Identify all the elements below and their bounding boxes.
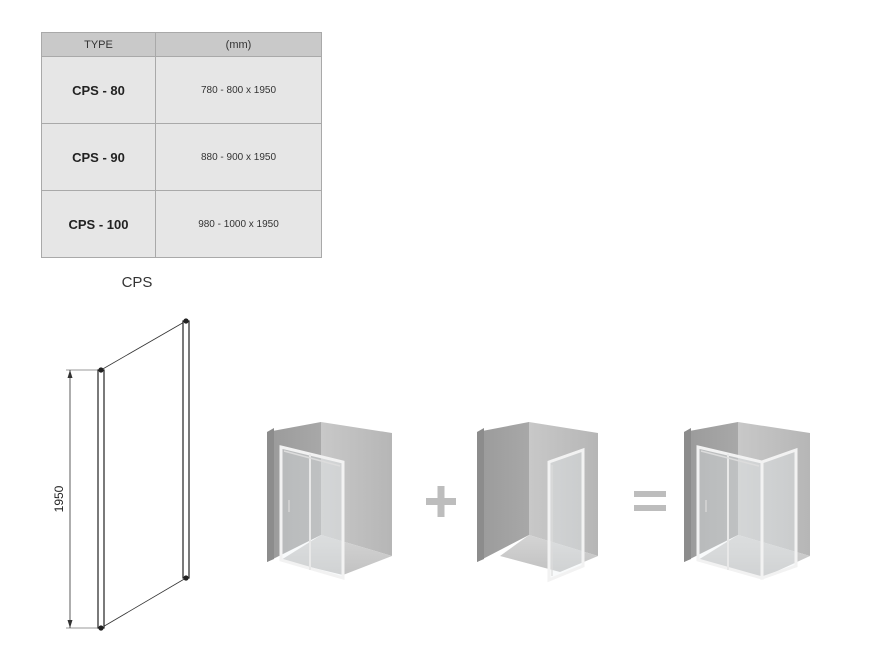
panel-end-dot <box>183 318 189 324</box>
enclosure-combined <box>684 422 810 581</box>
product-label: CPS <box>121 274 153 291</box>
equals-sign-icon <box>634 491 666 511</box>
table-row: CPS - 80 780 - 800 x 1950 <box>41 56 322 124</box>
arrow-down-icon <box>67 620 73 628</box>
plus-sign-icon <box>426 486 456 517</box>
floor <box>281 535 392 575</box>
type-cell: CPS - 100 <box>41 190 156 258</box>
back-wall <box>529 422 598 556</box>
panel-back-profile <box>182 320 190 579</box>
dimension-cell: 980 - 1000 x 1950 <box>155 190 322 258</box>
height-dimension-label: 1950 <box>52 485 66 512</box>
table-row: CPS - 90 880 - 900 x 1950 <box>41 123 322 191</box>
panel-technical-drawing: 1950 <box>52 318 190 631</box>
dimension-table: TYPE (mm) CPS - 80 780 - 800 x 1950 CPS … <box>41 32 322 258</box>
dimension-cell: 880 - 900 x 1950 <box>155 123 322 191</box>
perspective-line-bottom <box>100 577 187 629</box>
side-panel-frame <box>547 447 585 583</box>
arrow-up-icon <box>67 370 73 378</box>
enclosure-door-niche <box>267 422 392 580</box>
panel-end-dot <box>98 367 104 373</box>
perspective-line-top <box>100 320 187 371</box>
dimension-cell: 780 - 800 x 1950 <box>155 56 322 124</box>
left-wall <box>477 422 529 562</box>
column-header-type: TYPE <box>41 32 156 57</box>
enclosure-side-panel <box>477 422 598 583</box>
back-wall <box>321 422 392 556</box>
panel-end-dot <box>98 625 104 631</box>
table-header-row: TYPE (mm) <box>41 32 322 57</box>
panel-front-profile <box>97 369 105 629</box>
table-row: CPS - 100 980 - 1000 x 1950 <box>41 190 322 258</box>
sliding-door-frame <box>279 445 345 580</box>
sliding-door-frame <box>696 445 764 580</box>
back-wall <box>738 422 810 556</box>
panel-end-dot <box>183 575 189 581</box>
side-panel-frame <box>760 447 798 581</box>
type-cell: CPS - 90 <box>41 123 156 191</box>
